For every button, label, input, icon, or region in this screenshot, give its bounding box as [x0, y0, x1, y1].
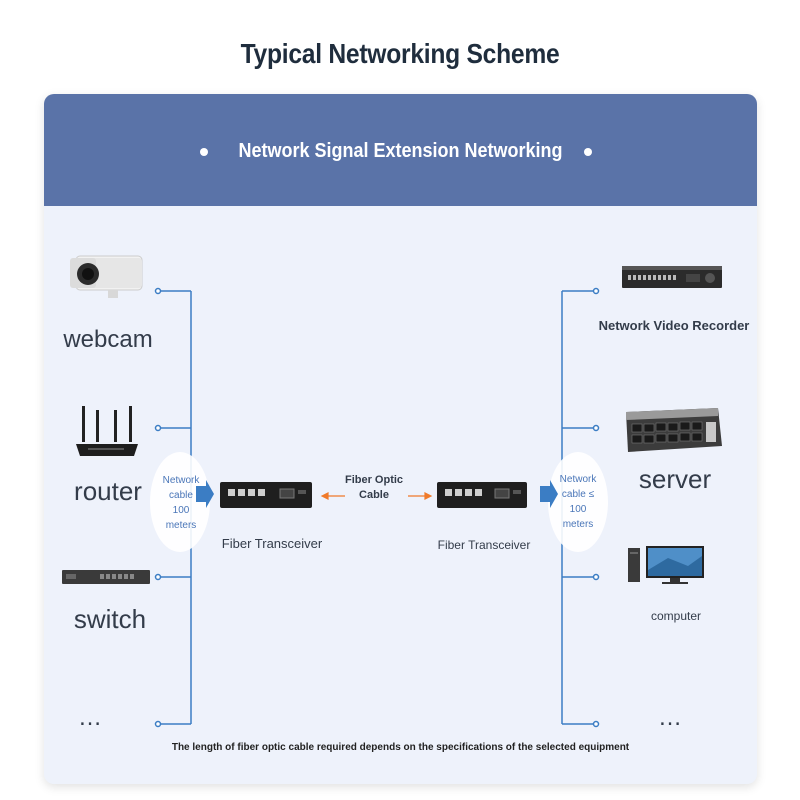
footnote: The length of fiber optic cable required…	[171, 742, 630, 753]
left-cable-label: Network cable 100 meters	[162, 475, 200, 531]
connector-dot	[592, 720, 600, 728]
connector-dot	[592, 573, 600, 581]
computer-icon	[628, 546, 704, 584]
connector-dot	[154, 424, 162, 432]
page-title: Typical Networking Scheme	[240, 38, 560, 69]
banner-dot-right	[584, 148, 592, 156]
nvr-icon	[622, 266, 722, 288]
fiber-transceiver-right-icon	[437, 482, 527, 508]
fiber-cable-label: Fiber Optic Cable	[344, 474, 404, 501]
device-label-nvr: Network Video Recorder	[598, 318, 750, 333]
right-cable-arrow-icon	[540, 480, 558, 508]
device-label-computer: computer	[650, 609, 702, 623]
left-cable-arrow-icon	[196, 480, 214, 508]
connector-dot	[592, 424, 600, 432]
device-label-server: server	[638, 464, 712, 494]
connector-dot	[592, 287, 600, 295]
banner-dot-left	[200, 148, 208, 156]
connector-dot	[154, 287, 162, 295]
connector-dot	[154, 573, 162, 581]
webcam-icon	[70, 255, 143, 298]
banner-title: Network Signal Extension Networking	[238, 140, 563, 162]
device-label-webcam: webcam	[63, 326, 153, 353]
fiber-transceiver-left-icon	[220, 482, 312, 508]
device-label-more-right: …	[658, 704, 682, 731]
transceiver-label-left: Fiber Transceiver	[221, 536, 323, 551]
device-label-router: router	[74, 476, 142, 506]
right-cable-label: Network cable ≤ 100 meters	[559, 474, 597, 530]
router-icon	[76, 406, 138, 456]
transceiver-label-right: Fiber Transceiver	[437, 538, 531, 552]
switch-icon	[62, 570, 150, 584]
banner: Network Signal Extension Networking	[44, 94, 757, 206]
device-label-more-left: …	[78, 704, 102, 731]
server-icon	[626, 408, 722, 452]
device-label-switch: switch	[73, 604, 147, 634]
connector-dot	[154, 720, 162, 728]
